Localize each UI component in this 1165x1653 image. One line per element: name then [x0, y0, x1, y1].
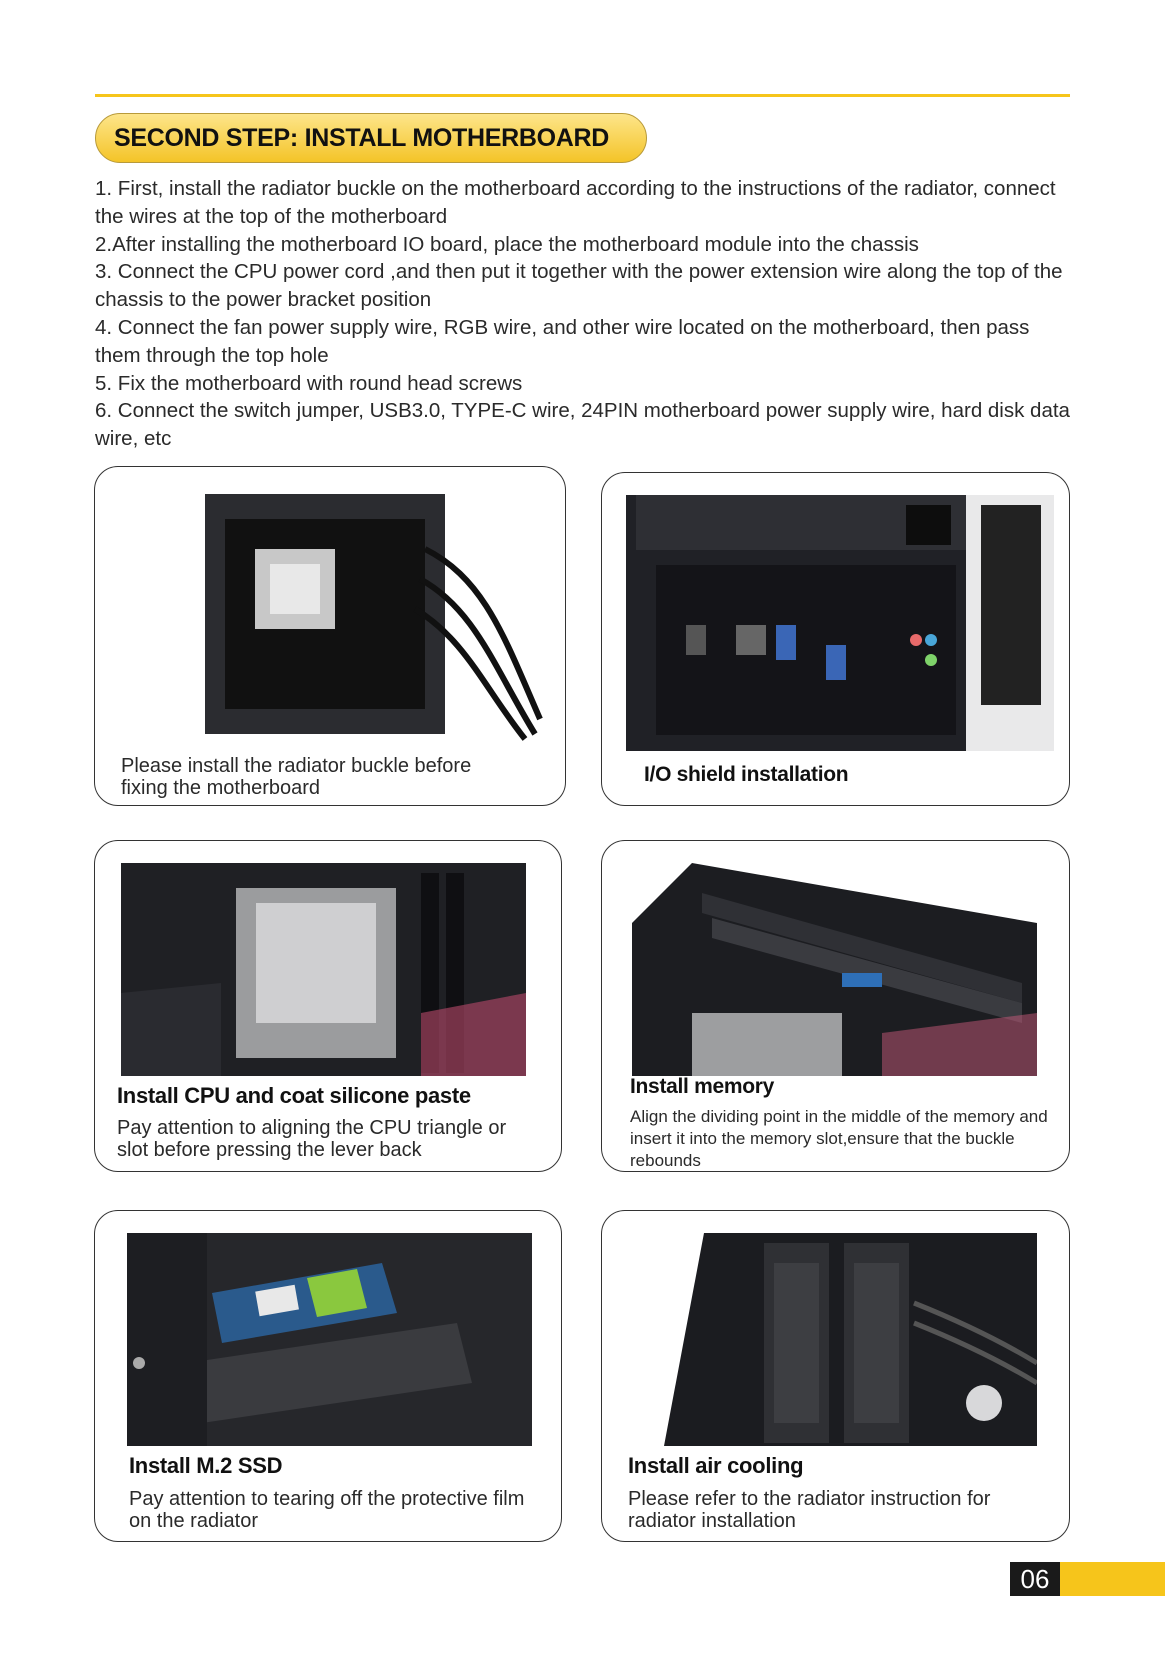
section-title-banner: SECOND STEP: INSTALL MOTHERBOARD	[95, 113, 647, 163]
card-install-cpu: Install CPU and coat silicone paste Pay …	[94, 840, 562, 1172]
instruction-4: 4. Connect the fan power supply wire, RG…	[95, 315, 1030, 367]
card-install-cooling: Install air cooling Please refer to the …	[601, 1210, 1070, 1542]
page-number-accent-bar	[1060, 1562, 1165, 1596]
cpu-title: Install CPU and coat silicone paste	[117, 1083, 471, 1108]
io-shield-photo	[626, 495, 1054, 751]
memory-caption: Align the dividing point in the middle o…	[630, 1107, 1048, 1170]
top-rule	[95, 94, 1070, 97]
chassis-photo	[185, 489, 545, 747]
instruction-3: 3. Connect the CPU power cord ,and then …	[95, 260, 1063, 312]
memory-photo	[632, 863, 1037, 1076]
instructions-list: 1. First, install the radiator buckle on…	[95, 175, 1075, 453]
ssd-photo	[127, 1233, 532, 1446]
ssd-title: Install M.2 SSD	[129, 1453, 283, 1478]
card-install-ssd: Install M.2 SSD Pay attention to tearing…	[94, 1210, 562, 1542]
cooling-title: Install air cooling	[628, 1453, 804, 1478]
ssd-caption: Pay attention to tearing off the protect…	[129, 1488, 525, 1532]
section-title: SECOND STEP: INSTALL MOTHERBOARD	[114, 123, 610, 152]
io-title: I/O shield installation	[644, 763, 849, 786]
instruction-2: 2.After installing the motherboard IO bo…	[95, 232, 919, 256]
memory-title: Install memory	[630, 1075, 775, 1098]
card-radiator-buckle: Please install the radiator buckle befor…	[94, 466, 566, 806]
cooling-photo	[664, 1233, 1037, 1446]
instruction-5: 5. Fix the motherboard with round head s…	[95, 371, 523, 395]
page-number: 06	[1010, 1562, 1060, 1596]
cpu-caption: Pay attention to aligning the CPU triang…	[117, 1117, 507, 1161]
card-install-memory: Install memory Align the dividing point …	[601, 840, 1070, 1172]
cooling-caption: Please refer to the radiator instruction…	[628, 1488, 991, 1532]
radiator-caption: Please install the radiator buckle befor…	[121, 755, 472, 799]
instruction-1: 1. First, install the radiator buckle on…	[95, 177, 1056, 228]
card-io-shield: I/O shield installation	[601, 472, 1070, 806]
instruction-6: 6. Connect the switch jumper, USB3.0, TY…	[95, 399, 1070, 451]
cpu-photo	[121, 863, 526, 1076]
